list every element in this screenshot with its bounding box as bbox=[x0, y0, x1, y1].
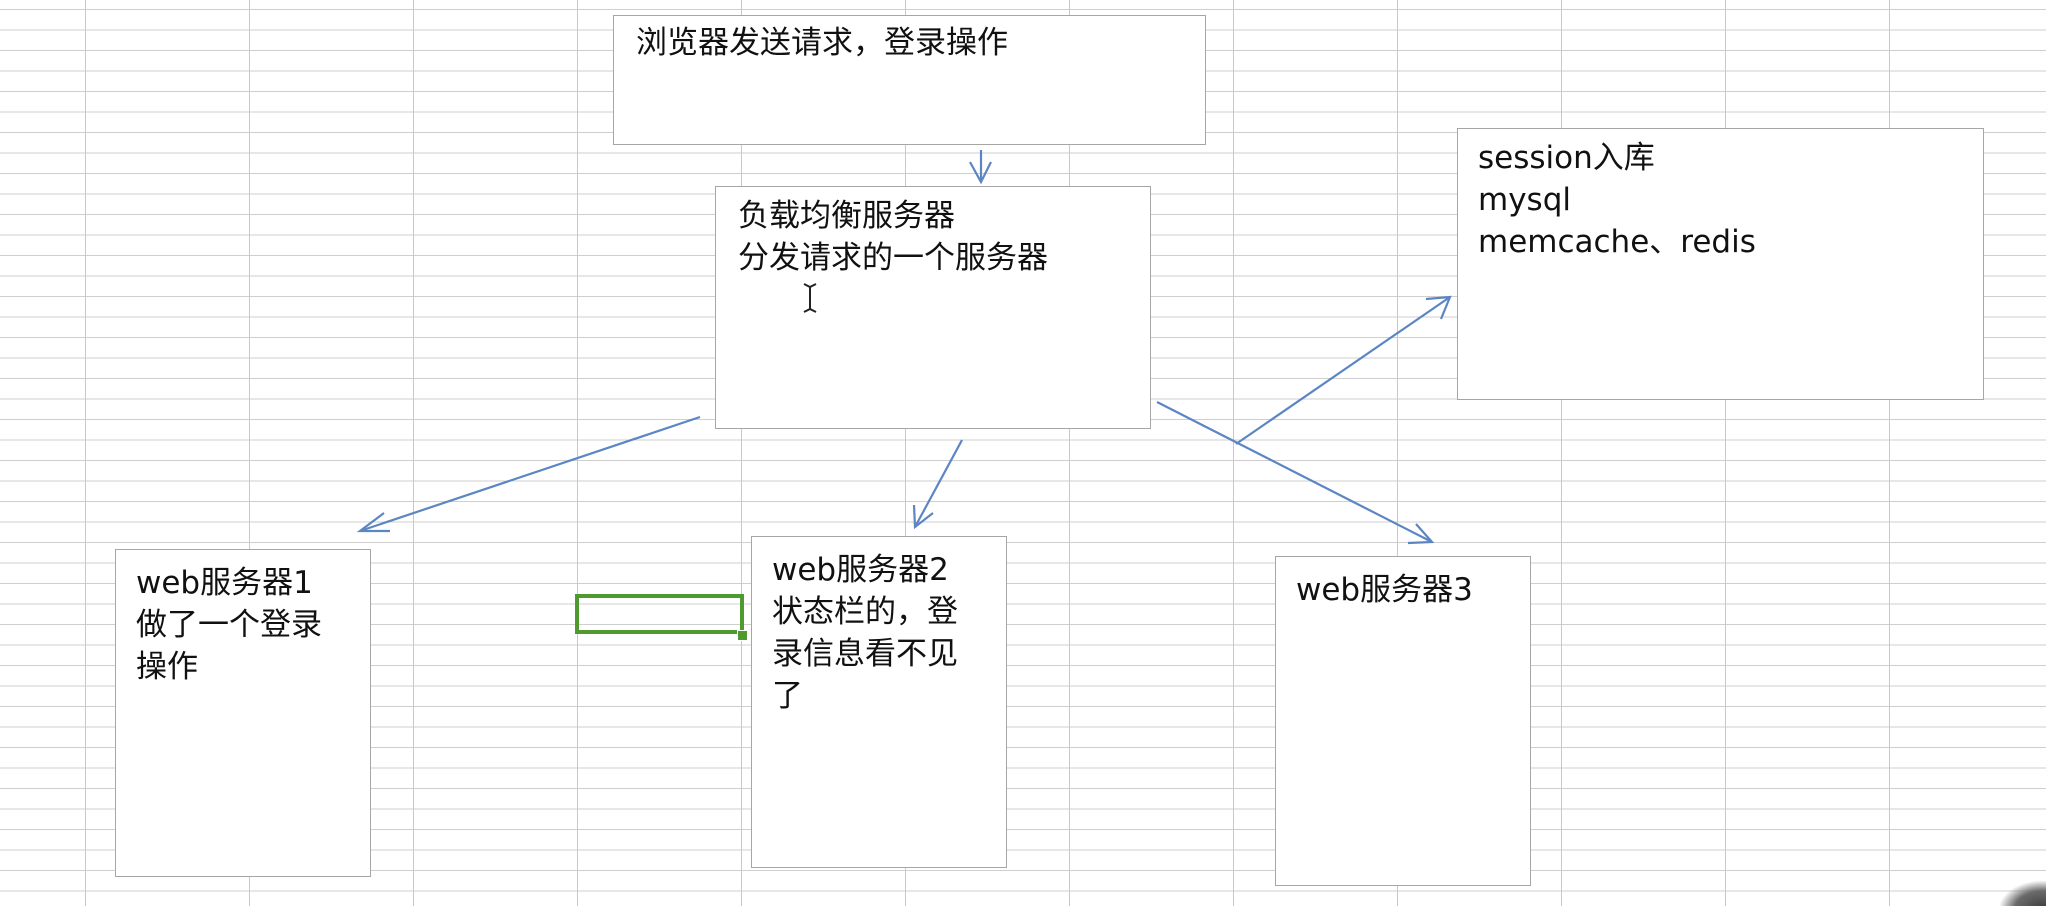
web2-line-4: 了 bbox=[772, 678, 803, 714]
load-balancer-line-1: 负载均衡服务器 bbox=[738, 198, 955, 234]
arrow-browser-to-load-balancer bbox=[969, 150, 992, 185]
web2-line-2: 状态栏的，登 bbox=[772, 594, 958, 630]
arrow-browser-to-lb-head bbox=[969, 161, 992, 185]
load-balancer-line-2: 分发请求的一个服务器 bbox=[738, 240, 1048, 276]
session-store-box[interactable]: session入库 mysql memcache、redis bbox=[1457, 128, 1984, 400]
web-server-1-box[interactable]: web服务器1 做了一个登录 操作 bbox=[115, 549, 371, 877]
web2-line-3: 录信息看不见 bbox=[772, 636, 958, 672]
arrow-lb-to-web2-shaft bbox=[914, 439, 963, 528]
arrow-to-session-shaft bbox=[1235, 296, 1451, 445]
web-server-2-box[interactable]: web服务器2 状态栏的，登 录信息看不见 了 bbox=[751, 536, 1007, 868]
arrow-load-balancer-to-web2 bbox=[912, 439, 963, 530]
arrow-lb-to-web3-shaft bbox=[1156, 401, 1433, 543]
arrow-to-session-head bbox=[1425, 295, 1452, 320]
fill-handle[interactable] bbox=[737, 630, 748, 641]
web1-line-1: web服务器1 bbox=[136, 565, 313, 601]
web2-line-1: web服务器2 bbox=[772, 552, 949, 588]
web-server-3-box[interactable]: web服务器3 bbox=[1275, 556, 1531, 886]
arrow-lb-to-web1-head bbox=[356, 512, 390, 533]
text-cursor-icon bbox=[803, 283, 817, 313]
arrow-lb-to-web3-head bbox=[1407, 523, 1435, 545]
web1-line-3: 操作 bbox=[136, 649, 198, 685]
arrow-to-session-store bbox=[1235, 295, 1452, 445]
arrow-lb-to-web2-head bbox=[912, 504, 934, 530]
arrow-load-balancer-to-web3 bbox=[1156, 401, 1435, 545]
arrow-lb-to-web1-shaft bbox=[359, 415, 701, 533]
selected-cell[interactable] bbox=[575, 594, 744, 634]
corner-shadow bbox=[1998, 880, 2046, 906]
session-store-line-1: session入库 bbox=[1478, 140, 1655, 176]
load-balancer-box[interactable]: 负载均衡服务器 分发请求的一个服务器 bbox=[715, 186, 1151, 429]
session-store-line-2: mysql bbox=[1478, 182, 1571, 218]
arrow-load-balancer-to-web1 bbox=[356, 415, 701, 533]
browser-request-box[interactable]: 浏览器发送请求，登录操作 bbox=[613, 15, 1206, 145]
browser-box-line-1: 浏览器发送请求，登录操作 bbox=[636, 25, 1008, 61]
session-store-line-3: memcache、redis bbox=[1478, 224, 1756, 260]
web3-line-1: web服务器3 bbox=[1296, 572, 1473, 608]
web1-line-2: 做了一个登录 bbox=[136, 607, 322, 643]
